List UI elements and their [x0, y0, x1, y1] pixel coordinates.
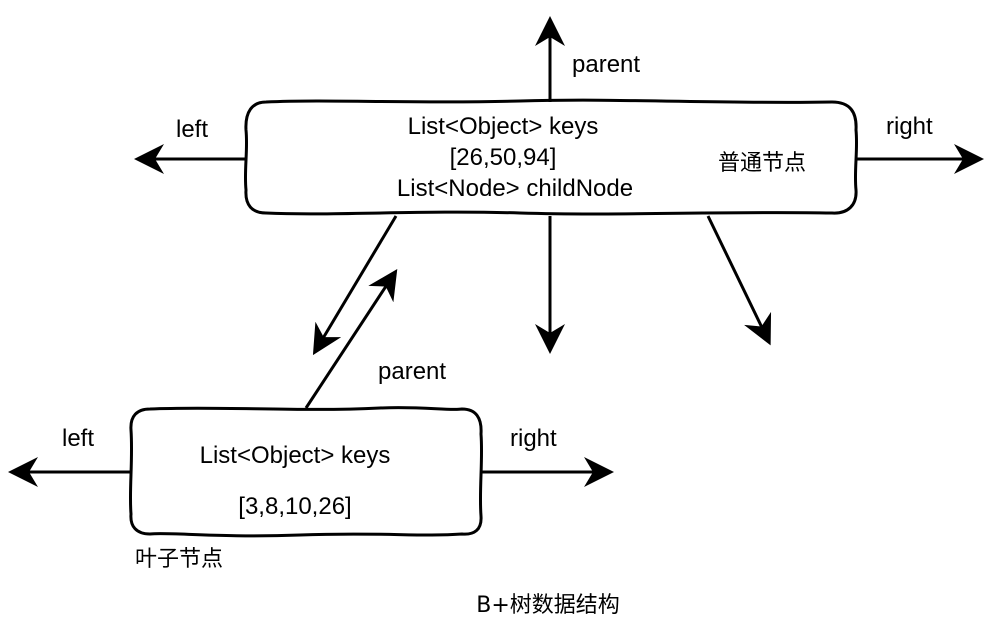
internal-keys-label: List<Object> keys — [408, 113, 599, 140]
internal-node-box — [243, 98, 859, 216]
leaf-node: List<Object> keys [3,8,10,26] — [128, 406, 484, 538]
internal-children-label: List<Node> childNode — [397, 175, 633, 202]
leaf-left-label: left — [62, 425, 94, 452]
internal-left-label: left — [176, 116, 208, 143]
leaf-keys-label: List<Object> keys — [200, 442, 391, 469]
leaf-right-label: right — [510, 425, 557, 452]
internal-parent-label: parent — [572, 51, 640, 78]
internal-keys-value: [26,50,94] — [450, 144, 557, 171]
child-pointer-arrow-1 — [312, 215, 398, 356]
leaf-node-type-label: 叶子节点 — [135, 547, 223, 572]
leaf-parent-arrow — [304, 268, 398, 409]
internal-right-label: right — [886, 113, 933, 140]
leaf-node-box — [128, 406, 484, 538]
diagram-title: B+树数据结构 — [476, 593, 620, 618]
internal-node-type-label: 普通节点 — [718, 151, 806, 176]
leaf-parent-label: parent — [378, 358, 446, 385]
child-pointer-arrow-3 — [706, 215, 772, 346]
internal-node: List<Object> keys [26,50,94] List<Node> … — [243, 98, 859, 216]
leaf-keys-value: [3,8,10,26] — [238, 493, 351, 520]
